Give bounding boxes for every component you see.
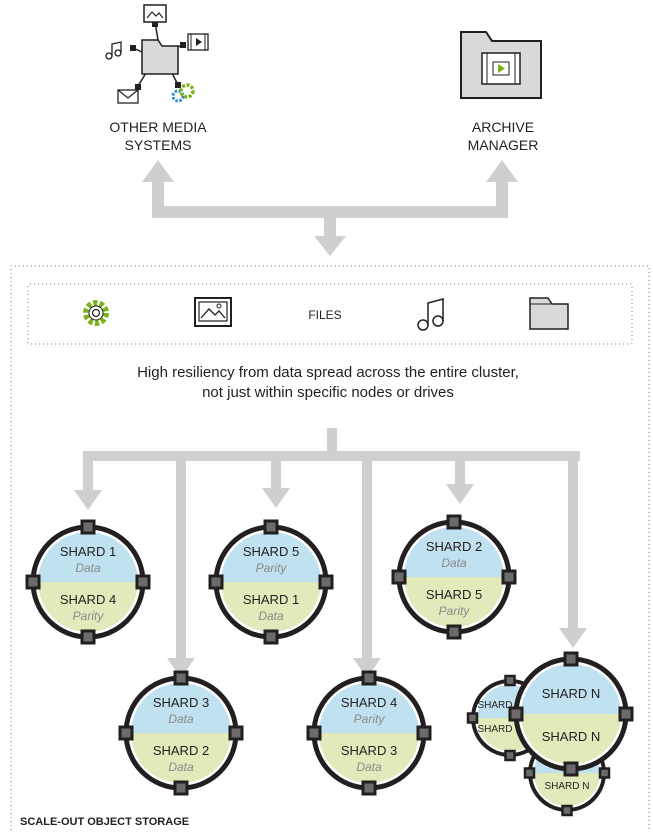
- other-media-title-line2: SYSTEMS: [125, 137, 192, 153]
- shard-n-back-left-top-label: SHARD N: [477, 700, 522, 711]
- archive-folder-icon: [460, 31, 542, 99]
- node-top-shard: SHARD 3: [153, 695, 209, 710]
- node-bottom-shard: SHARD 4: [60, 592, 116, 607]
- other-media-icon: [105, 4, 209, 104]
- distribution-arrows: [74, 428, 587, 678]
- node-top-shard: SHARD 5: [243, 544, 299, 559]
- node-bottom-shard: SHARD 2: [153, 743, 209, 758]
- shard-n-top-label: SHARD N: [542, 686, 601, 701]
- caption-line2: not just within specific nodes or drives: [202, 384, 454, 401]
- files-label: FILES: [308, 308, 341, 322]
- archive-title-line2: MANAGER: [468, 137, 539, 153]
- node-bottom-role: Data: [258, 609, 284, 623]
- storage-node: SHARD 1 Data SHARD 4 Parity: [25, 519, 151, 645]
- node-bottom-role: Data: [356, 760, 382, 774]
- caption-line1: High resiliency from data spread across …: [137, 364, 519, 381]
- node-bottom-role: Data: [168, 760, 194, 774]
- music-icon: [417, 298, 444, 331]
- node-top-shard: SHARD 4: [341, 695, 397, 710]
- node-bottom-role: Parity: [73, 609, 105, 623]
- node-bottom-shard: SHARD 5: [426, 587, 482, 602]
- node-top-role: Data: [441, 556, 467, 570]
- node-bottom-shard: SHARD 3: [341, 743, 397, 758]
- image-icon: [194, 297, 232, 327]
- node-top-role: Data: [75, 561, 101, 575]
- files-bar: [27, 283, 633, 345]
- node-top-shard: SHARD 2: [426, 539, 482, 554]
- node-top-role: Data: [168, 712, 194, 726]
- shard-n-back-left-bottom-label: SHARD N: [477, 724, 522, 735]
- node-top-role: Parity: [256, 561, 288, 575]
- other-media-title-line1: OTHER MEDIA: [109, 119, 207, 135]
- archive-title-line1: ARCHIVE: [472, 119, 534, 135]
- top-arrows: [142, 160, 518, 256]
- storage-node: SHARD 2 Data SHARD 5 Parity: [391, 514, 517, 640]
- node-top-role: Parity: [354, 712, 386, 726]
- shard-n-node: SHARD N SHARD N: [508, 651, 634, 777]
- shard-n-back-bottom-label: SHARD N: [544, 781, 589, 792]
- shard-n-bottom-label: SHARD N: [542, 729, 601, 744]
- folder-icon: [529, 297, 569, 330]
- node-top-shard: SHARD 1: [60, 544, 116, 559]
- scale-out-storage-label: SCALE-OUT OBJECT STORAGE: [20, 816, 189, 828]
- storage-node: SHARD 3 Data SHARD 2 Data: [118, 670, 244, 796]
- node-bottom-shard: SHARD 1: [243, 592, 299, 607]
- storage-node: SHARD 5 Parity SHARD 1 Data: [208, 519, 334, 645]
- storage-node: SHARD 4 Parity SHARD 3 Data: [306, 670, 432, 796]
- gear-icon: [83, 300, 109, 326]
- node-bottom-role: Parity: [439, 604, 471, 618]
